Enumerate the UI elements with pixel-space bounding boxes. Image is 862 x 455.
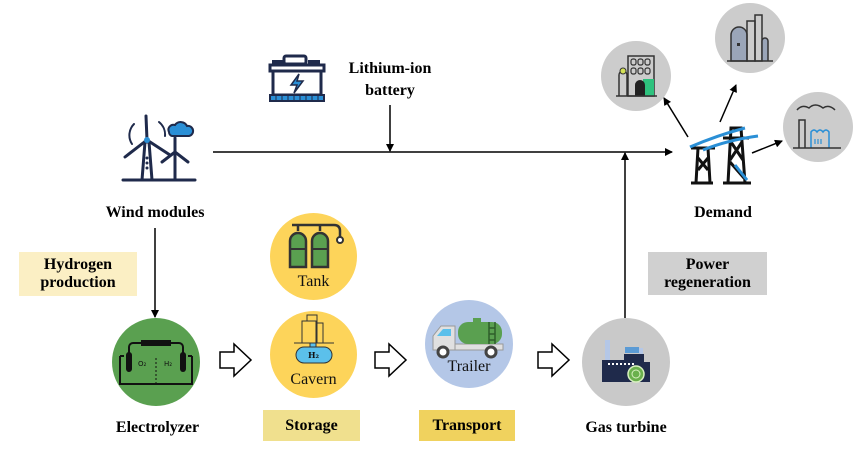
stage-power-regeneration-line2: regeneration [664, 273, 751, 291]
demand-to-factory-arrow [751, 139, 783, 154]
stage-hydrogen-production-line1: Hydrogen [43, 256, 113, 273]
tank-node: Tank [270, 213, 357, 300]
electrolyzer-node: O₂ H₂ [112, 318, 200, 406]
flow-arrow-electrolyzer-storage [219, 342, 253, 378]
consumer-refinery [715, 3, 785, 73]
power-tower-icon [689, 126, 759, 185]
trailer-label: Trailer [447, 358, 491, 375]
tank-label: Tank [297, 273, 330, 290]
stage-power-regeneration: Power regeneration [648, 252, 767, 295]
demand-to-building-arrow [663, 97, 689, 138]
demand-label: Demand [694, 204, 752, 221]
electrolysis-cell-icon: O₂ H₂ [119, 340, 193, 385]
consumer-factory [783, 92, 853, 162]
stage-transport: Transport [419, 410, 515, 441]
wind-modules-node [115, 112, 200, 187]
svg-text:H₂: H₂ [164, 360, 172, 368]
flow-arrow-storage-transport [374, 342, 408, 378]
trailer-node: Trailer [425, 300, 513, 388]
wind-turbine-icon [121, 114, 197, 182]
stage-hydrogen-production-line2: production [40, 274, 116, 291]
refinery-icon [727, 14, 773, 62]
factory-icon [793, 104, 841, 149]
battery-label-line2: battery [365, 82, 415, 99]
battery-icon [268, 54, 328, 109]
consumer-building [601, 41, 671, 111]
demand-node [683, 120, 763, 190]
wind-modules-label: Wind modules [105, 204, 205, 221]
stage-power-regeneration-line1: Power [685, 255, 730, 273]
gas-turbine-label: Gas turbine [585, 419, 667, 436]
tanker-truck-icon [432, 318, 504, 359]
cavern-label: Cavern [290, 371, 337, 388]
cavern-node: H₂ Cavern [270, 311, 357, 398]
demand-to-refinery-arrow [719, 84, 737, 123]
svg-text:O₂: O₂ [138, 360, 147, 368]
stage-hydrogen-production: Hydrogen production [19, 252, 137, 296]
building-icon [616, 55, 657, 97]
stage-storage: Storage [263, 410, 360, 441]
gas-cylinder-icon [288, 223, 344, 269]
h2-label: H₂ [308, 350, 320, 360]
battery-label-line1: Lithium-ion [348, 60, 432, 77]
power-plant-icon [602, 340, 650, 383]
flow-arrow-transport-turbine [537, 342, 571, 378]
electrolyzer-label: Electrolyzer [115, 419, 200, 436]
gas-turbine-node [582, 318, 670, 406]
underground-cavern-icon: H₂ [294, 314, 334, 364]
